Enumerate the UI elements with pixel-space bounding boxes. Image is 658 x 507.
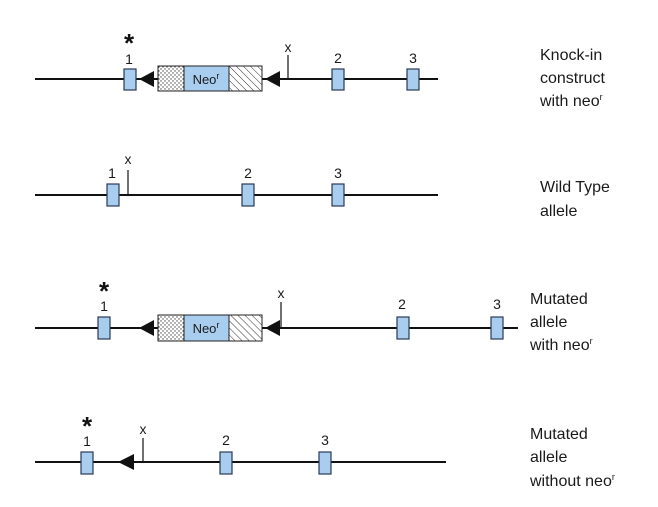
marker-x-label: x — [285, 39, 292, 55]
track-label-line-1: Wild Type — [540, 179, 610, 196]
marker-x-label: x — [140, 421, 147, 437]
track-label-line-1: Knock-in — [540, 47, 602, 64]
exon-1 — [123, 68, 137, 91]
exon-2-label: 2 — [334, 50, 342, 66]
exon-2-label: 2 — [398, 296, 406, 312]
track-wild-type: 1 x 2 3 Wild Type allele — [35, 151, 610, 220]
marker-x-label: x — [125, 151, 132, 167]
track-label-line-1: Mutated — [530, 291, 588, 308]
track-label-line-2: allele — [530, 449, 567, 466]
loxp-triangle — [139, 320, 154, 336]
loxp-triangle — [118, 454, 134, 470]
exon-3 — [406, 68, 420, 91]
exon-2-label: 2 — [244, 165, 252, 181]
exon-3-label: 3 — [493, 296, 501, 312]
loxp-triangle — [139, 71, 154, 87]
exon-3-label: 3 — [409, 50, 417, 66]
mutation-star: * — [124, 28, 135, 58]
exon-1-label: 1 — [125, 51, 133, 67]
exon-2 — [219, 451, 233, 475]
exon-3 — [318, 451, 332, 475]
exon-1 — [80, 451, 94, 475]
marker-x-label: x — [278, 285, 285, 301]
track-label-line-3: with neor — [529, 336, 593, 354]
exon-2-label: 2 — [222, 432, 230, 448]
exon-3 — [331, 183, 345, 207]
exon-1-label: 1 — [108, 165, 116, 181]
loxp-triangle — [265, 320, 280, 336]
neo-cassette-label: Neor — [193, 71, 220, 87]
neo-cassette-label: Neor — [193, 320, 220, 336]
exon-3 — [490, 316, 504, 340]
exon-3-label: 3 — [321, 432, 329, 448]
track-label-line-3: with neor — [539, 92, 603, 110]
track-mutated-with-neo: * 1 Neor x 2 3 Mutated allele with neor — [35, 276, 593, 354]
cassette-hatched-segment — [228, 65, 263, 92]
cassette-hatched-segment — [228, 314, 263, 342]
loxp-triangle — [265, 71, 280, 87]
cassette-stippled-segment — [157, 65, 185, 92]
exon-3-label: 3 — [334, 165, 342, 181]
exon-2 — [241, 183, 255, 207]
track-label-line-1: Mutated — [530, 426, 588, 443]
neo-cassette — [183, 65, 230, 92]
track-label-line-3: without neor — [529, 472, 615, 490]
track-mutated-without-neo: * 1 x 2 3 Mutated allele without neor — [35, 411, 615, 490]
cassette-stippled-segment — [157, 314, 185, 342]
track-label-line-2: allele — [530, 314, 567, 331]
exon-1 — [106, 183, 120, 207]
mutation-star: * — [82, 411, 93, 441]
track-label-line-2: allele — [540, 203, 577, 220]
mutation-star: * — [99, 276, 110, 306]
exon-2 — [396, 316, 410, 340]
exon-1-label: 1 — [100, 298, 108, 314]
exon-1-label: 1 — [83, 433, 91, 449]
track-knockin-construct: * 1 Neor x 2 3 Knock-in construct with n… — [35, 28, 605, 110]
exon-1 — [97, 316, 111, 340]
exon-2 — [331, 68, 345, 91]
track-label-line-2: construct — [540, 70, 605, 87]
